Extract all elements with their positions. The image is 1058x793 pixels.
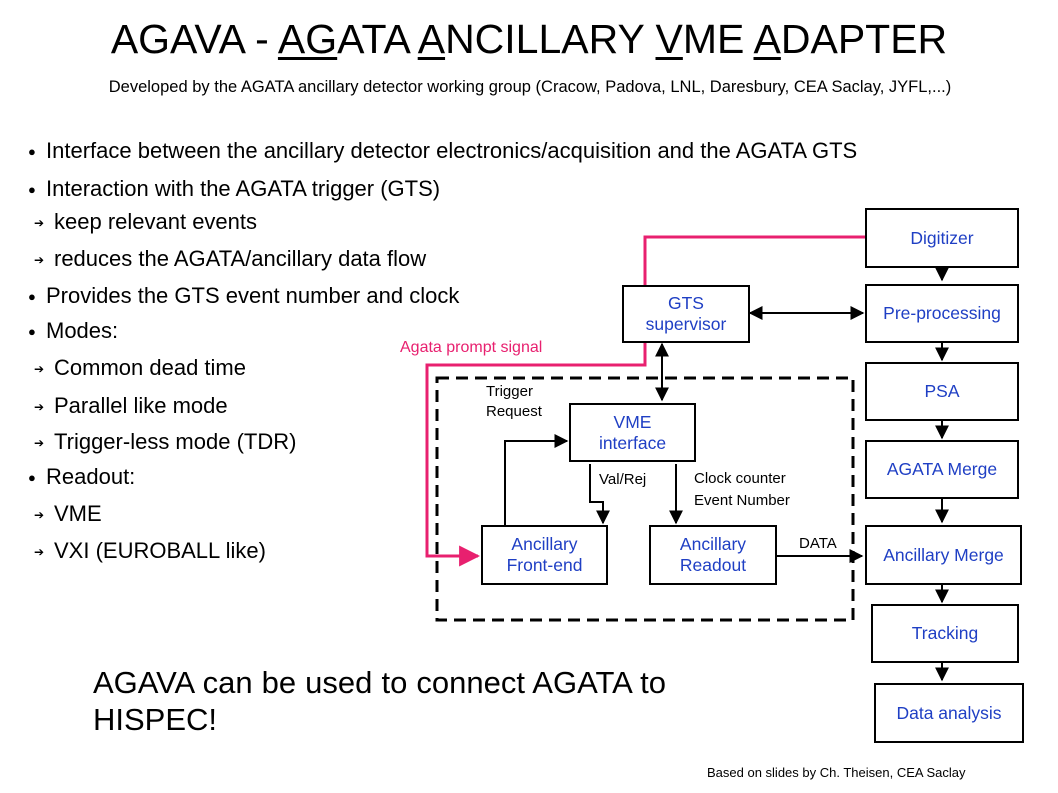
sub-bullet-item: ➔Trigger-less mode (TDR) — [34, 429, 297, 454]
conclusion-text: AGAVA can be used to connect AGATA to HI… — [93, 665, 666, 737]
ancillary-frontend-box: Ancillary Front-end — [481, 525, 608, 585]
bullet-item: ●Interaction with the AGATA trigger (GTS… — [28, 176, 441, 201]
ancillary-merge-box: Ancillary Merge — [865, 525, 1022, 585]
agava-boundary — [435, 376, 855, 622]
clock-counter-label: Clock counter Event Number — [694, 470, 790, 509]
prompt-signal-label: Agata prompt signal — [400, 339, 543, 356]
bullet-item: ●Modes: — [28, 318, 119, 343]
bullet-item: ●Readout: — [28, 464, 136, 489]
bullet-item: ●Interface between the ancillary detecto… — [28, 138, 858, 163]
page-title: AGAVA - AGATA ANCILLARY VME ADAPTER — [110, 16, 948, 62]
sub-bullet-item: ➔reduces the AGATA/ancillary data flow — [34, 246, 427, 271]
ancillary-readout-box: Ancillary Readout — [649, 525, 777, 585]
psa-box: PSA — [865, 362, 1019, 421]
preprocessing-box: Pre-processing — [865, 284, 1019, 343]
sub-bullet-item: ➔VME — [34, 501, 102, 526]
tracking-box: Tracking — [871, 604, 1019, 663]
data-label: DATA — [799, 535, 837, 552]
val-rej-arrow — [589, 464, 610, 525]
val-rej-label: Val/Rej — [599, 471, 647, 488]
sub-bullet-item: ➔Parallel like mode — [34, 393, 228, 418]
prompt-signal-line — [425, 235, 872, 567]
agata-merge-box: AGATA Merge — [865, 440, 1019, 499]
data-analysis-box: Data analysis — [874, 683, 1024, 743]
sub-bullet-item: ➔Common dead time — [34, 355, 246, 380]
sub-bullet-item: ➔keep relevant events — [34, 209, 258, 234]
digitizer-box: Digitizer — [865, 208, 1019, 268]
vme-interface-box: VME interface — [569, 403, 696, 462]
gts-supervisor-box: GTS supervisor — [622, 285, 750, 343]
trigger-request-label: Trigger Request — [486, 383, 542, 420]
sub-bullet-item: ➔VXI (EUROBALL like) — [34, 538, 266, 563]
bullet-item: ●Provides the GTS event number and clock — [28, 283, 460, 308]
subtitle: Developed by the AGATA ancillary detecto… — [108, 78, 952, 96]
credit-text: Based on slides by Ch. Theisen, CEA Sacl… — [707, 765, 966, 780]
trigger-request-arrow — [504, 434, 569, 525]
